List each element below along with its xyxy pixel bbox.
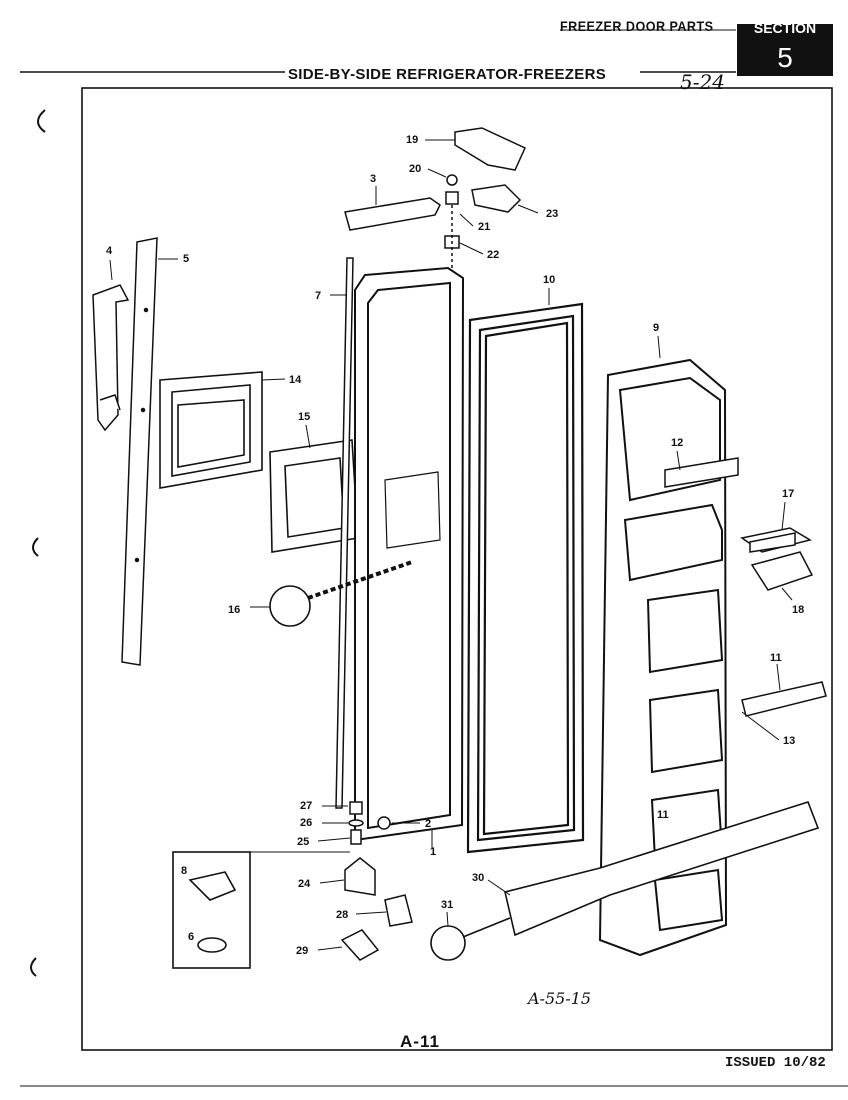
page-title: SIDE-BY-SIDE REFRIGERATOR-FREEZERS <box>288 66 607 83</box>
callout-29: 29 <box>296 945 308 957</box>
inset-box <box>172 851 251 969</box>
callout-10: 10 <box>543 274 555 286</box>
leader-lines <box>109 139 793 951</box>
callout-19: 19 <box>406 134 418 146</box>
callout-8: 8 <box>181 865 187 877</box>
callout-12: 12 <box>671 437 683 449</box>
callout-9: 9 <box>653 322 659 334</box>
part-door-shelf <box>741 681 827 717</box>
section-label: SECTION <box>753 20 817 36</box>
part-lower-brackets <box>340 857 413 961</box>
callout-2: 2 <box>425 818 431 830</box>
callout-28: 28 <box>336 909 348 921</box>
callout-15: 15 <box>298 411 310 423</box>
callout-13: 13 <box>783 735 795 747</box>
drawing-code: A-55-15 <box>526 989 591 1008</box>
section-number: 5 <box>777 42 793 73</box>
page-code: A-11 <box>400 1032 440 1051</box>
section-badge: SECTION 5 <box>737 20 833 76</box>
callout-3: 3 <box>370 173 376 185</box>
part-hinge-hardware <box>444 174 460 268</box>
callout-22: 22 <box>487 249 499 261</box>
callout-4: 4 <box>106 245 113 257</box>
callout-20: 20 <box>409 163 421 175</box>
callout-25: 25 <box>297 836 309 848</box>
callout-16: 16 <box>228 604 240 616</box>
binder-marks <box>30 109 46 977</box>
detail-circles <box>269 560 511 961</box>
callout-7: 7 <box>315 290 321 302</box>
part-bottom-shelf <box>504 801 820 937</box>
callout-23: 23 <box>546 208 558 220</box>
callout-labels: 1 2 3 4 5 6 7 8 9 10 11 11 12 13 14 15 1… <box>106 134 804 957</box>
part-thin-strip <box>335 257 354 809</box>
callout-1: 1 <box>430 846 436 858</box>
handwritten-code: 5-24 <box>680 70 725 94</box>
callout-14: 14 <box>289 374 302 386</box>
part-dispenser-frame <box>159 371 263 489</box>
callout-11b: 11 <box>657 809 669 821</box>
part-hinge-arm <box>344 197 441 231</box>
page-frame <box>20 29 848 1087</box>
part-lower-hinge-hardware <box>348 801 391 845</box>
callout-17: 17 <box>782 488 794 500</box>
callout-21: 21 <box>478 221 490 233</box>
callout-27: 27 <box>300 800 312 812</box>
callout-11a: 11 <box>770 652 782 664</box>
part-hinge-bracket <box>454 127 526 171</box>
callout-5: 5 <box>183 253 189 265</box>
callout-18: 18 <box>792 604 804 616</box>
part-door-panel <box>354 266 465 842</box>
part-shelf-bar <box>664 457 739 488</box>
part-trim-strip <box>121 237 158 666</box>
part-door-gasket <box>466 302 585 854</box>
issued-date: ISSUED 10/82 <box>725 1055 826 1071</box>
part-dispenser-cup <box>740 527 814 591</box>
callout-31: 31 <box>441 899 453 911</box>
callout-30: 30 <box>472 872 484 884</box>
callout-26: 26 <box>300 817 312 829</box>
callout-24: 24 <box>298 878 311 890</box>
callout-6: 6 <box>188 931 194 943</box>
part-hinge-plate <box>471 184 522 213</box>
part-handle <box>92 284 130 432</box>
